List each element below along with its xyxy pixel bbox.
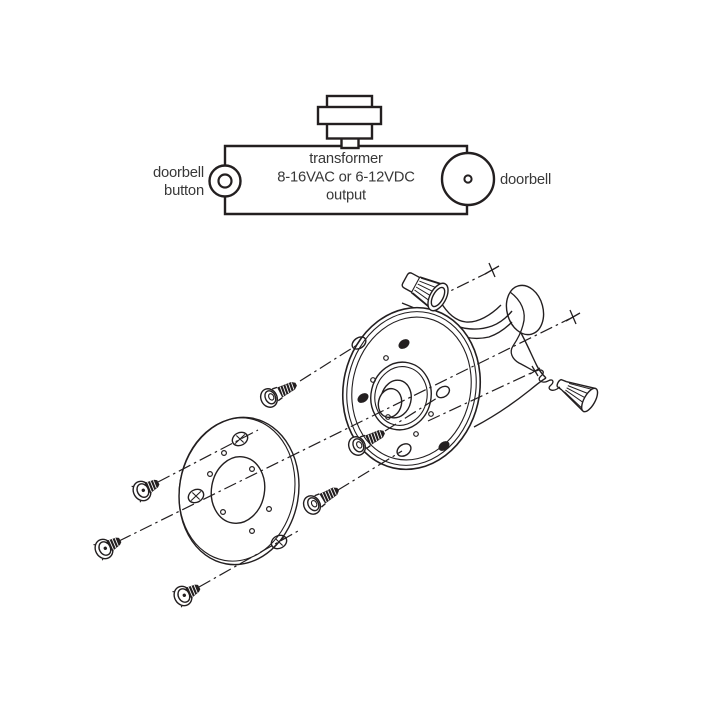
dash-dot-centerline bbox=[427, 372, 532, 422]
faceplate bbox=[341, 306, 482, 471]
centerlines bbox=[118, 272, 570, 588]
doorbell-symbol bbox=[440, 151, 496, 207]
transformer-symbol bbox=[316, 94, 383, 150]
face-open-slots bbox=[351, 336, 451, 457]
transformer-label-line2: 8-16VAC or 6-12VDC bbox=[277, 170, 415, 186]
doorbell-button-symbol bbox=[208, 164, 242, 198]
plate-pilot-holes bbox=[207, 450, 273, 534]
doorbell-button-label-line2: button bbox=[164, 183, 204, 199]
dash-dot-centerline bbox=[118, 318, 570, 542]
dash-dot-centerline bbox=[384, 397, 438, 432]
plate-center-hole bbox=[210, 455, 266, 525]
doorbell-label: doorbell bbox=[500, 172, 551, 188]
tick-marks bbox=[484, 262, 581, 377]
face-pilot-holes bbox=[370, 355, 434, 437]
wire-loop bbox=[505, 284, 545, 336]
flat-head-screw-icon bbox=[91, 530, 126, 563]
hub-barrel bbox=[377, 387, 403, 419]
dash-dot-centerline bbox=[337, 450, 403, 491]
dash-dot-centerline bbox=[198, 530, 299, 588]
machine-screw-icon bbox=[256, 374, 302, 411]
machine-screw-icon bbox=[299, 480, 344, 518]
flat-head-screw-icon bbox=[129, 472, 164, 505]
wire-from-top-nut bbox=[439, 300, 502, 323]
center-hub bbox=[370, 361, 432, 431]
transformer-label-line3: output bbox=[326, 188, 366, 204]
tick-mark bbox=[565, 309, 581, 325]
circuit-diagram: doorbell button transformer 8-16VAC or 6… bbox=[153, 94, 551, 216]
wire-twist bbox=[535, 369, 561, 391]
body-bottom-contour bbox=[473, 377, 547, 428]
flat-head-screw-icon bbox=[170, 577, 205, 610]
mounting-plate bbox=[178, 416, 300, 566]
exploded-view bbox=[91, 262, 602, 610]
dash-dot-centerline bbox=[299, 344, 358, 382]
wire-through-loop bbox=[509, 291, 535, 372]
chime-body-rear bbox=[401, 284, 561, 428]
tick-mark bbox=[484, 262, 500, 278]
face-threaded-holes bbox=[357, 339, 450, 451]
wire-nut-icon bbox=[551, 370, 602, 415]
tick-mark bbox=[529, 365, 541, 377]
dash-dot-centerline bbox=[157, 429, 259, 483]
transformer-label-line1: transformer bbox=[309, 151, 383, 167]
doorbell-button-label-line1: doorbell bbox=[153, 165, 204, 181]
